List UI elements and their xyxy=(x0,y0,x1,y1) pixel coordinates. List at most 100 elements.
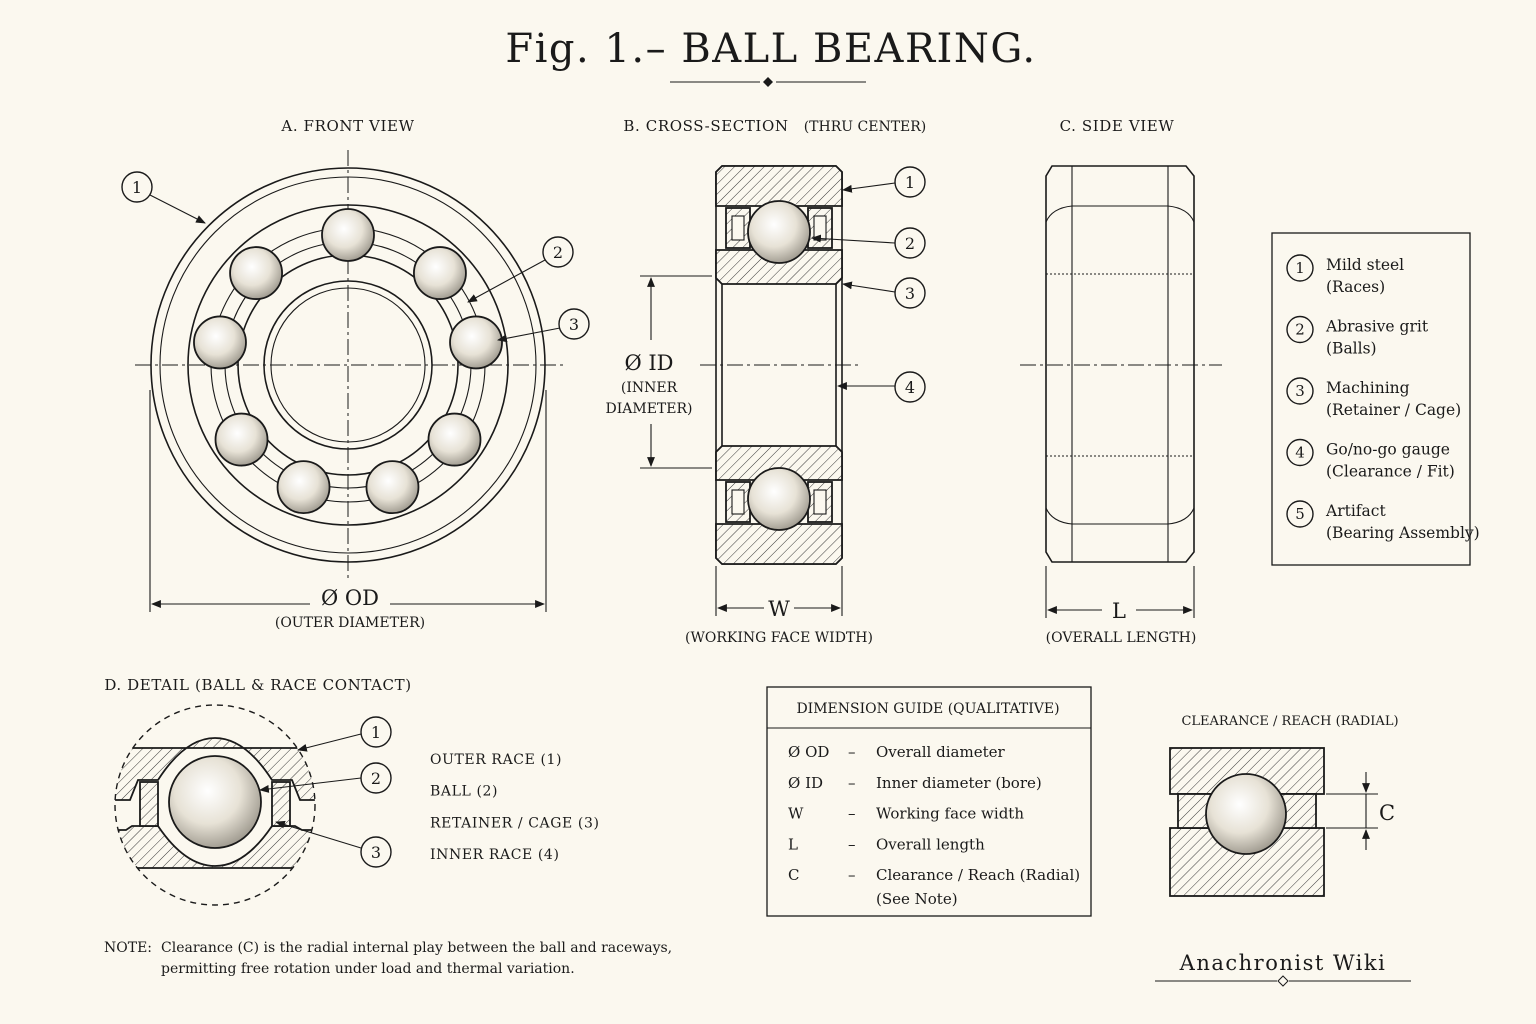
figure-title: Fig. 1.– BALL BEARING. xyxy=(505,26,1036,72)
guide-row: L – Overall length xyxy=(788,835,985,853)
section-callout-4: 4 xyxy=(837,371,926,403)
guide-symbol: C xyxy=(788,866,799,884)
guide-symbol: Ø ID xyxy=(788,774,823,792)
clearance-diagram xyxy=(1169,747,1378,897)
detail-label: D. DETAIL (BALL & RACE CONTACT) xyxy=(104,676,411,694)
clearance-title: CLEARANCE / REACH (RADIAL) xyxy=(1181,714,1398,729)
svg-text:3: 3 xyxy=(905,284,915,303)
l-dimension xyxy=(1045,566,1195,618)
legend-item: 2 Abrasive grit (Balls) xyxy=(1286,315,1429,358)
l-sublabel: (OVERALL LENGTH) xyxy=(1046,630,1197,646)
front-callout-2: 2 xyxy=(467,236,574,303)
front-ball xyxy=(321,208,375,262)
legend-material: Artifact xyxy=(1325,502,1386,520)
legend-number: 3 xyxy=(1295,382,1305,400)
clearance-c-label: C xyxy=(1379,801,1395,825)
legend-number: 4 xyxy=(1295,444,1305,462)
dimension-guide-table: DIMENSION GUIDE (QUALITATIVE) Ø OD – Overa… xyxy=(766,686,1092,917)
svg-text:1: 1 xyxy=(371,723,381,742)
side-view-drawing xyxy=(1020,165,1222,563)
legend-material: Machining xyxy=(1326,379,1410,397)
note-line-1: Clearance (C) is the radial internal pla… xyxy=(161,940,672,956)
detail-callout-2: 2 xyxy=(259,762,392,794)
legend-number: 5 xyxy=(1295,505,1305,523)
legend-material: Mild steel xyxy=(1326,256,1404,274)
detail-label-list: OUTER RACE (1) BALL (2) RETAINER / CAGE (3… xyxy=(430,752,600,863)
guide-row: C – Clearance / Reach (Radial) xyxy=(788,866,1080,884)
detail-part-label: RETAINER / CAGE (3) xyxy=(430,815,600,831)
id-label: Ø ID xyxy=(624,351,673,375)
note-line-2: permitting free rotation under load and … xyxy=(161,961,575,977)
legend-role: (Bearing Assembly) xyxy=(1326,524,1480,542)
front-ball xyxy=(229,246,283,300)
title-ornament xyxy=(670,77,866,87)
detail-callout-1: 1 xyxy=(297,716,392,752)
section-callout-2: 2 xyxy=(811,227,926,259)
legend-material: Abrasive grit xyxy=(1325,318,1429,336)
side-view-label: C. SIDE VIEW xyxy=(1060,117,1175,135)
w-label: W xyxy=(768,597,790,621)
svg-text:2: 2 xyxy=(553,243,563,262)
legend-role: (Clearance / Fit) xyxy=(1326,463,1455,481)
dimension-guide-see-note: (See Note) xyxy=(876,890,958,908)
svg-text:2: 2 xyxy=(371,769,381,788)
front-view-label: A. FRONT VIEW xyxy=(280,117,414,135)
legend-number: 1 xyxy=(1295,259,1305,277)
detail-part-label: OUTER RACE (1) xyxy=(430,752,562,768)
detail-drawing xyxy=(114,704,316,906)
svg-text:1: 1 xyxy=(905,173,915,192)
section-callout-1: 1 xyxy=(842,166,926,198)
section-callout-3: 3 xyxy=(842,277,926,309)
guide-description: Overall length xyxy=(876,835,985,853)
legend-role: (Retainer / Cage) xyxy=(1326,401,1461,419)
note-label: NOTE: xyxy=(104,940,152,956)
dimension-guide-title: DIMENSION GUIDE (QUALITATIVE) xyxy=(796,701,1059,717)
front-ball xyxy=(427,412,482,467)
front-callout-1: 1 xyxy=(121,171,206,224)
front-view-drawing xyxy=(135,150,565,580)
legend-item: 3 Machining (Retainer / Cage) xyxy=(1286,377,1461,419)
guide-symbol: Ø OD xyxy=(788,743,829,761)
front-callout-3: 3 xyxy=(497,308,590,343)
id-dimension xyxy=(640,275,712,469)
id-sublabel-1: (INNER xyxy=(621,380,678,396)
guide-row: Ø ID–Inner diameter (bore) xyxy=(788,774,1042,792)
front-view-balls xyxy=(193,208,503,515)
cross-section-drawing xyxy=(700,165,860,565)
guide-description: Clearance / Reach (Radial) xyxy=(876,866,1080,884)
svg-text:3: 3 xyxy=(371,843,381,862)
svg-text:4: 4 xyxy=(905,378,915,397)
guide-symbol: L xyxy=(788,835,798,853)
front-ball xyxy=(214,412,269,467)
svg-text:1: 1 xyxy=(132,178,142,197)
guide-dash: – xyxy=(848,835,856,853)
legend-number: 2 xyxy=(1295,321,1305,339)
front-ball xyxy=(365,460,420,515)
cross-section-sublabel: (THRU CENTER) xyxy=(804,119,927,135)
front-ball xyxy=(449,315,503,370)
svg-text:2: 2 xyxy=(905,234,915,253)
l-label: L xyxy=(1112,599,1126,623)
id-sublabel-2: DIAMETER) xyxy=(606,401,693,417)
brand-mark: Anachronist Wiki xyxy=(1179,951,1387,975)
guide-dash: – xyxy=(848,743,856,761)
front-ball xyxy=(413,246,467,300)
legend-item: 5 Artifact (Bearing Assembly) xyxy=(1286,500,1480,542)
front-ball xyxy=(193,315,247,370)
od-sublabel: (OUTER DIAMETER) xyxy=(275,615,425,631)
w-sublabel: (WORKING FACE WIDTH) xyxy=(685,630,873,646)
detail-part-label: INNER RACE (4) xyxy=(430,847,560,863)
detail-part-label: BALL (2) xyxy=(430,784,498,800)
guide-description: Working face width xyxy=(876,805,1024,823)
guide-dash: – xyxy=(848,866,856,884)
legend-role: (Balls) xyxy=(1326,340,1377,358)
guide-symbol: W xyxy=(788,805,804,823)
guide-row: W–Working face width xyxy=(788,805,1024,823)
brand-underline xyxy=(1155,975,1411,987)
guide-description: Overall diameter xyxy=(876,743,1005,761)
legend-material: Go/no-go gauge xyxy=(1326,441,1450,459)
front-ball xyxy=(276,460,331,515)
w-dimension xyxy=(715,566,843,616)
